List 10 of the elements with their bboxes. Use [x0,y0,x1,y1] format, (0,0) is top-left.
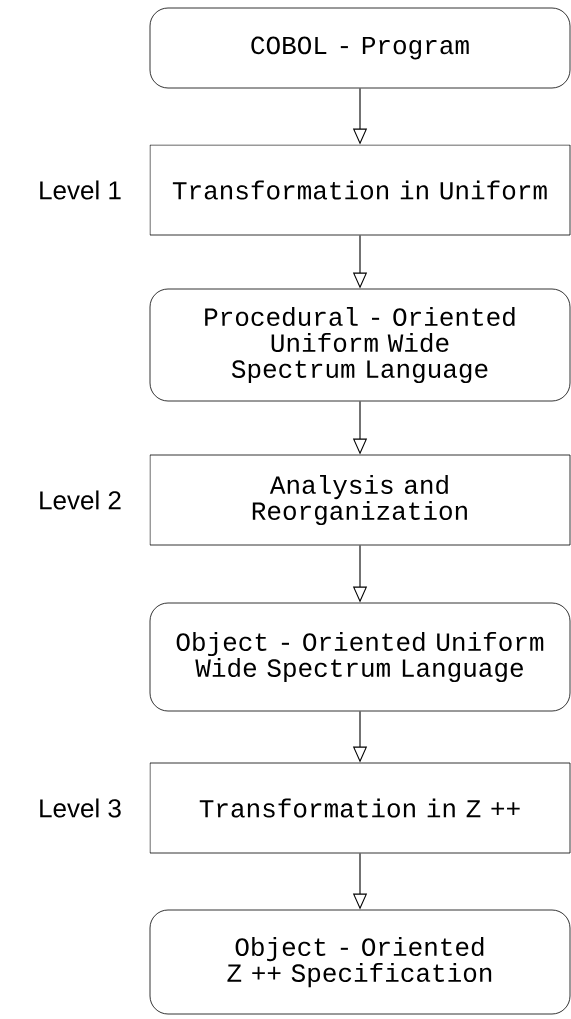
process-box: Transformation in Z ++ [149,762,571,854]
level-label: Level 3 [40,798,121,818]
rounded-box: COBOL - Program [149,7,571,89]
rounded-box: Object - Oriented Z ++ Specification [149,909,571,1015]
rounded-box: Object - Oriented Uniform Wide Spectrum Language [149,602,571,712]
process-box: Analysis and Reorganization [149,454,571,546]
level-label: Level 1 [40,180,121,200]
process-box: Transformation in Uniform [149,144,571,236]
level-label: Level 2 [40,490,121,510]
rounded-box: Procedural - Oriented Uniform Wide Spectrum Language [149,288,571,402]
